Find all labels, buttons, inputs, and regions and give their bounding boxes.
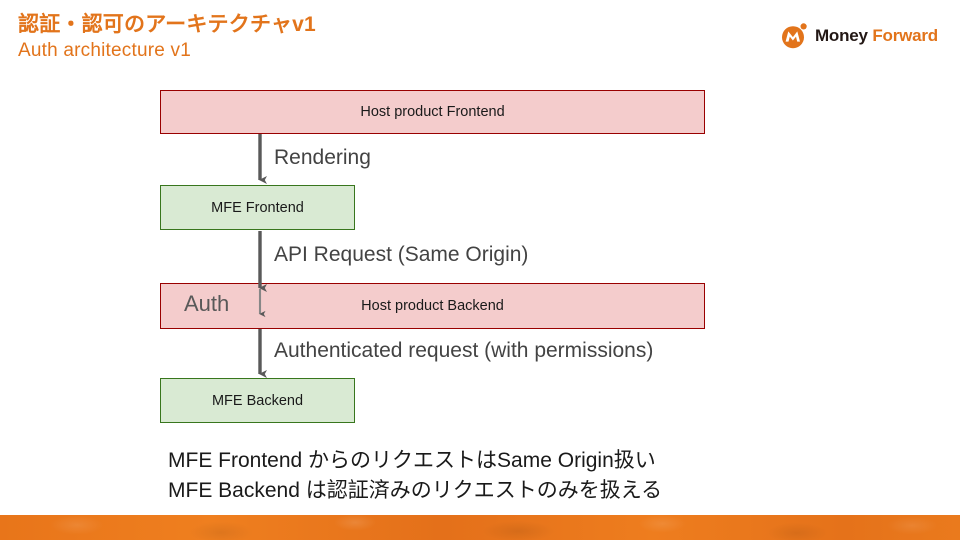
node-host-product-backend[interactable]: Host product Backend bbox=[160, 283, 705, 329]
edge-label-rendering: Rendering bbox=[274, 146, 371, 169]
node-label: Host product Frontend bbox=[360, 104, 505, 120]
page-title-japanese: 認証・認可のアーキテクチャv1 bbox=[18, 13, 316, 36]
auth-overlay-label: Auth bbox=[184, 291, 230, 316]
note-line-2: MFE Backend は認証済みのリクエストのみを扱える bbox=[168, 478, 663, 502]
node-host-product-frontend[interactable]: Host product Frontend bbox=[160, 90, 705, 134]
money-forward-logo: Money Forward bbox=[781, 22, 938, 49]
bottom-orange-band bbox=[0, 515, 960, 540]
node-mfe-frontend[interactable]: MFE Frontend bbox=[160, 185, 355, 230]
page-title: 認証・認可のアーキテクチャv1 Auth architecture v1 bbox=[18, 13, 316, 62]
money-forward-logo-mark bbox=[781, 22, 808, 49]
edge-label-api-request: API Request (Same Origin) bbox=[274, 243, 529, 266]
money-forward-logo-text: Money Forward bbox=[815, 26, 938, 46]
notes-block: MFE Frontend からのリクエストはSame Origin扱い MFE … bbox=[168, 446, 662, 506]
node-mfe-backend[interactable]: MFE Backend bbox=[160, 378, 355, 423]
note-line-1: MFE Frontend からのリクエストはSame Origin扱い bbox=[168, 449, 656, 472]
edge-label-authenticated-request: Authenticated request (with permissions) bbox=[274, 339, 654, 362]
page-title-english: Auth architecture v1 bbox=[18, 39, 191, 61]
logo-word-forward: Forward bbox=[872, 25, 938, 45]
logo-word-money: Money bbox=[814, 25, 868, 45]
node-label: MFE Frontend bbox=[211, 199, 304, 216]
node-label: MFE Backend bbox=[211, 392, 304, 409]
node-label: Host product Backend bbox=[361, 298, 504, 314]
